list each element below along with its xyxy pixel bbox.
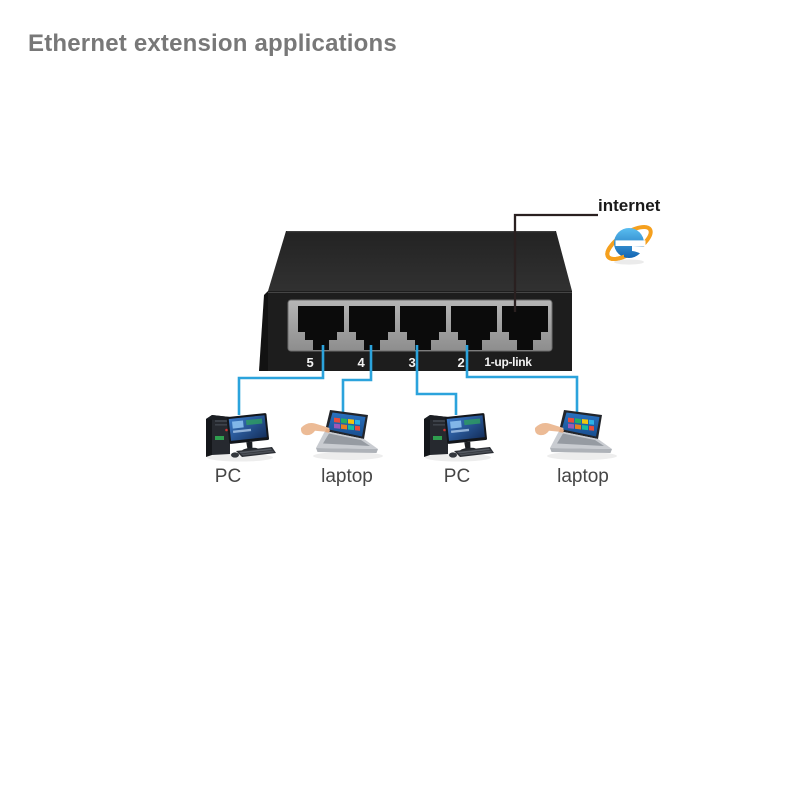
port-label-2: 2 xyxy=(458,355,465,370)
switch-left-face xyxy=(259,291,268,371)
desktop-pc-icon xyxy=(206,412,276,462)
ethernet-switch: 5 4 3 2 1-up-link xyxy=(259,231,572,371)
cable-port5-to-pc1 xyxy=(237,345,325,415)
page-title: Ethernet extension applications xyxy=(28,30,397,57)
port-label-5: 5 xyxy=(307,355,314,370)
desktop-pc-icon xyxy=(424,412,494,462)
internet-label: internet xyxy=(598,196,661,215)
rj45-port xyxy=(451,306,497,350)
device-label-pc2: PC xyxy=(444,466,470,487)
rj45-port xyxy=(298,306,344,350)
rj45-port xyxy=(349,306,395,350)
internet-explorer-icon xyxy=(605,225,653,265)
switch-top-face xyxy=(268,231,572,291)
ie-orbit-ring-front xyxy=(605,246,624,261)
cable-port3-to-pc2 xyxy=(415,345,458,415)
ie-icon-shadow xyxy=(614,259,644,265)
port-label-uplink: 1-up-link xyxy=(484,355,532,369)
device-label-laptop2: laptop xyxy=(557,466,609,487)
uplink-cable-to-internet xyxy=(513,213,598,312)
device-label-laptop1: laptop xyxy=(321,466,373,487)
rj45-port xyxy=(400,306,446,350)
cable-port4-to-laptop1 xyxy=(341,345,373,417)
laptop-icon xyxy=(534,410,617,460)
ie-e-opening xyxy=(632,246,646,255)
laptop-icon xyxy=(300,410,383,460)
cable-port2-to-laptop2 xyxy=(465,345,579,417)
device-label-pc1: PC xyxy=(215,466,241,487)
rj45-port-uplink xyxy=(502,306,548,350)
port-label-3: 3 xyxy=(409,355,416,370)
lan-cables xyxy=(237,345,579,417)
port-label-4: 4 xyxy=(358,355,366,370)
ie-e-crossbar xyxy=(615,240,646,246)
